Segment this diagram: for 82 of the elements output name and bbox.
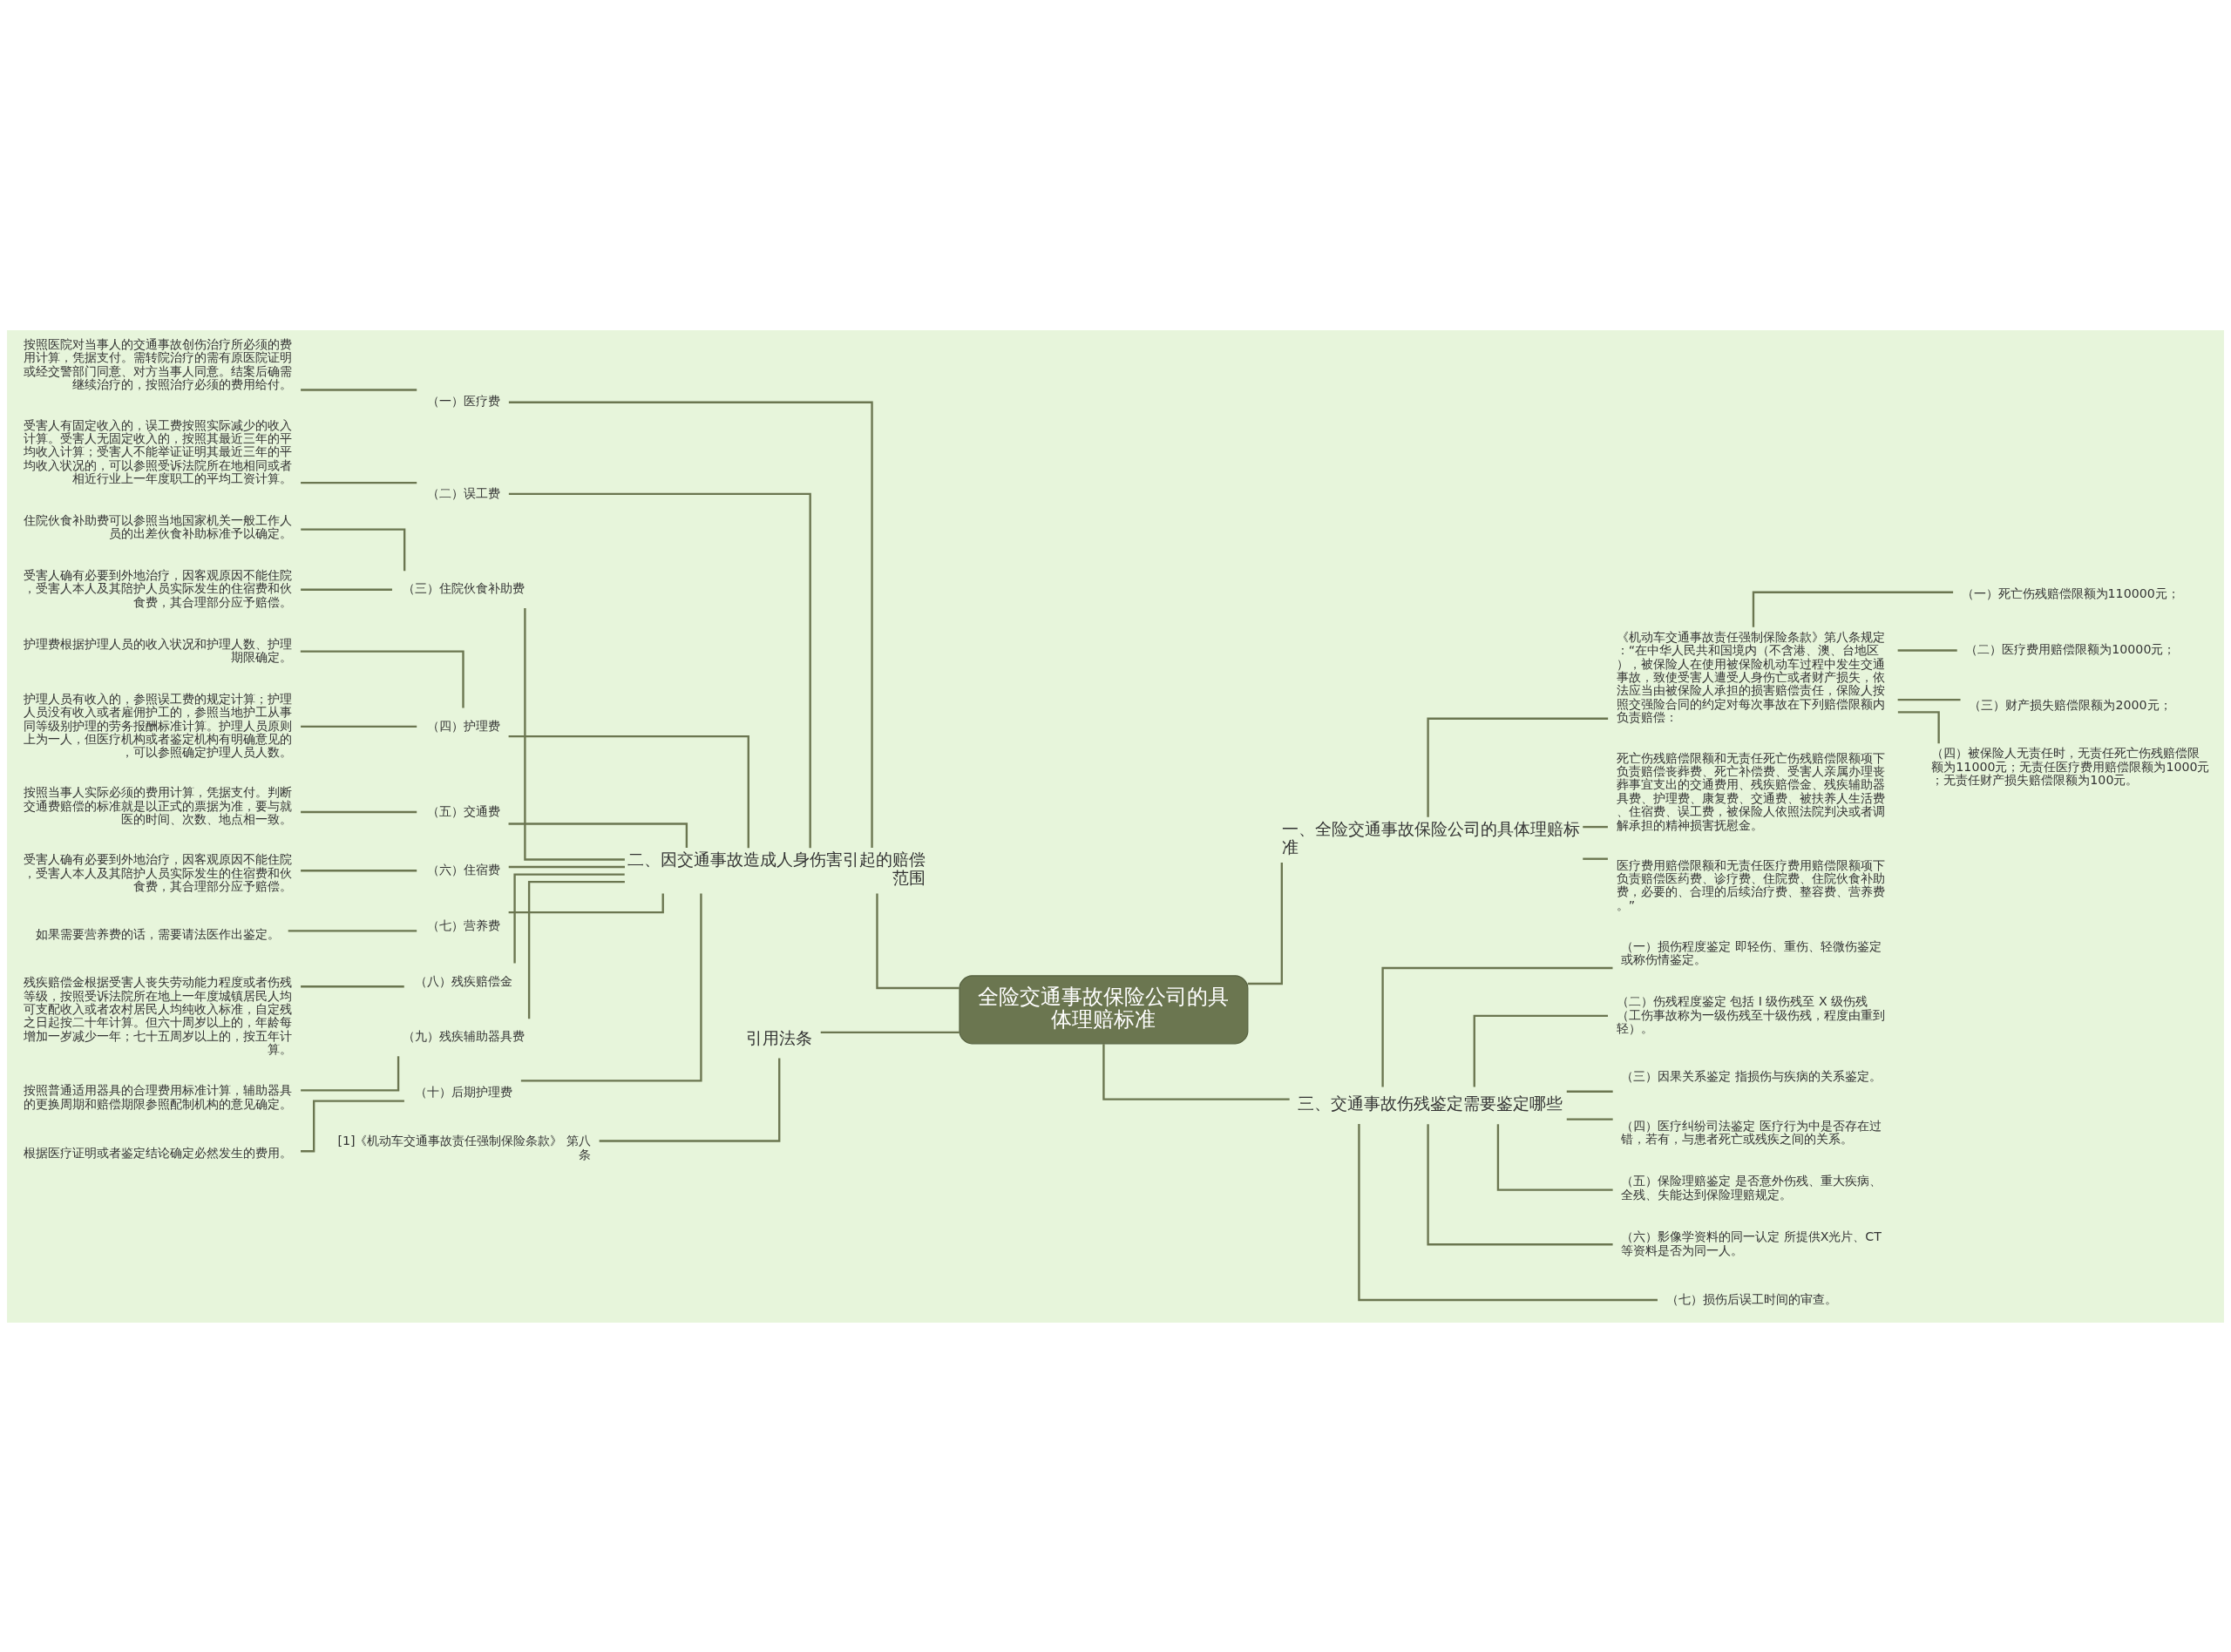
connector [1247,862,1283,985]
node-text: 残疾赔偿金根据受害人丧失劳动能力程度或者伤残等级，按照受诉法院所在地上一年度城镇居民人均可支配收入或者农村居民人均纯收入标准，自定残之日起按二十年计算。但六十周岁以上的，年龄每增加一岁减少一年；七十五周岁以上的，按五年计算。 [24,974,293,1056]
connector [1427,717,1609,817]
node-text: 受害人确有必要到外地治疗，因客观原因不能住院，受害人本人及其陪护人员实际发生的住宿费和伙食费，其合理部分应予赔偿。 [24,851,293,893]
connector [288,929,417,932]
node-text: （五）交通费 [427,803,501,818]
connector [1752,591,1954,627]
node-text: （三）住院伙食补助费 [403,580,526,595]
node-text: 三、交通事故伤残鉴定需要鉴定哪些 [1298,1093,1563,1113]
node-text: 死亡伤残赔偿限额和无责任死亡伤残赔偿限额项下负责赔偿丧葬费、死亡补偿费、受害人亲属办理丧葬事宜支出的交通费用、残疾赔偿金、残疾辅助器具费、护理费、康复费、交通费、被扶养人生活费、住宿费、误工费，被保险人依照法院判决或者调解承担的精神损害抚慰金。 [1616,750,1885,832]
node-text: （七）营养费 [427,917,501,932]
connector [301,985,404,987]
connector [301,869,417,871]
node-text: 引用法条 [746,1027,813,1047]
node-text: （四）护理费 [427,718,501,733]
connector [1566,1090,1613,1093]
node-text: （一）医疗费 [427,393,501,408]
node-box: 全险交通事故保险公司的具体理赔标准 [959,974,1249,1044]
node-text: 《机动车交通事故责任强制保险条款》第八条规定：“在中华人民共和国境内（不含港、澳、台地区），被保险人在使用被保险机动车过程中发生交通事故，致使受害人遭受人身伤亡或者财产损失，依法应当由被保险人承担的损害赔偿责任，保险人按照交强险合同的约定对每次事故在下列赔偿限额内负责赔偿： [1616,629,1885,724]
connector [524,607,625,861]
node-text: （一）损伤程度鉴定 即轻伤、重伤、轻微伤鉴定或称伤情鉴定。 [1621,938,1882,966]
node-text: （二）误工费 [427,485,501,500]
connector [1566,1117,1613,1121]
connector [876,893,960,989]
connector [301,1055,400,1092]
connector [508,735,749,848]
connector [1583,825,1608,828]
connector [1473,1014,1608,1087]
connector [508,822,688,848]
node-text: （二）伤残程度鉴定 包括 I 级伤残至 X 级伤残（工伤事故称为一级伤残至十级伤残，程度由重到轻）。 [1616,993,1885,1035]
connector [513,872,625,963]
node-text: 根据医疗证明或者鉴定结论确定必然发生的费用。 [24,1145,293,1160]
node-text: 二、因交通事故造成人身伤害引起的赔偿范围 [627,849,926,887]
connector [300,649,465,708]
connector [820,1031,960,1033]
node-text: 住院伙食补助费可以参照当地国家机关一般工作人员的出差伙食补助标准予以确定。 [24,512,293,540]
node-text: 受害人确有必要到外地治疗，因客观原因不能住院，受害人本人及其陪护人员实际发生的住宿费和伙食费，其合理部分应予赔偿。 [24,567,293,609]
connector [1897,648,1957,652]
connector [1427,1123,1613,1245]
connector [1897,710,1940,743]
node-text: （二）医疗费用赔偿限额为10000元； [1965,641,2176,656]
node-text: （一）死亡伤残赔偿限额为110000元； [1961,586,2180,600]
node-text: 一、全险交通事故保险公司的具体理赔标准 [1281,818,1580,856]
node-text: 按照医院对当事人的交通事故创伤治疗所必须的费用计算，凭据支付。需转院治疗的需有原医院证明或经交警部门同意、对方当事人同意。结案后确需继续治疗的，按照治疗必须的费用给付。 [24,336,293,391]
connector [1496,1123,1613,1191]
connector [301,527,406,571]
node-text: [1]《机动车交通事故责任强制保险条款》 第八条 [337,1133,592,1161]
node-text: （八）残疾赔偿金 [415,973,513,988]
node-text: 按照普通适用器具的合理费用标准计算，辅助器具的更换周期和赔偿期限参照配制机构的意见确定。 [24,1082,293,1111]
connector [1583,857,1608,860]
node-text: 受害人有固定收入的，误工费按照实际减少的收入计算。受害人无固定收入的，按照其最近三年的平均收入计算；受害人不能举证证明其最近三年的平均收入状况的，可以参照受诉法院所在地相同或者相近行业上一年度职工的平均工资计算。 [24,417,293,485]
connector [1358,1123,1658,1301]
connector [1381,966,1613,1087]
connector [1102,1043,1290,1100]
node-text: （三）因果关系鉴定 指损伤与疾病的关系鉴定。 [1621,1068,1882,1083]
connector [527,880,625,1019]
connector [301,725,417,728]
connector [599,1057,781,1142]
connector [301,810,417,813]
node-text: （十）后期护理费 [415,1084,513,1099]
node-text: （九）残疾辅助器具费 [403,1028,526,1043]
connector [301,481,417,484]
node-text: 按照当事人实际必须的费用计算，凭据支付。判断交通费赔偿的标准就是以正式的票据为准，要与就医的时间、次数、地点相一致。 [24,784,293,826]
node-text: （五）保险理赔鉴定 是否意外伤残、重大疾病、全残、失能达到保险理赔规定。 [1621,1173,1882,1202]
connector [301,588,392,591]
connector [508,401,873,848]
connector [1897,698,1961,701]
node-text: （三）财产损失赔偿限额为2000元； [1969,697,2172,712]
node-text: 医疗费用赔偿限额和无责任医疗费用赔偿限额项下负责赔偿医药费、诊疗费、住院费、住院伙食补助费，必要的、合理的后续治疗费、整容费、营养费。” [1616,857,1885,912]
node-text: （六）影像学资料的同一认定 所提供X光片、CT等资料是否为同一人。 [1621,1229,1882,1257]
connector [508,492,811,848]
connector [520,893,702,1081]
node-text: 如果需要营养费的话，需要请法医作出鉴定。 [36,926,281,941]
connector [301,388,417,391]
node-text: （四）医疗纠纷司法鉴定 医疗行为中是否存在过错，若有，与患者死亡或残疾之间的关系。 [1621,1118,1882,1146]
node-text: 护理费根据护理人员的收入状况和护理人数、护理期限确定。 [24,636,293,664]
node-text: （四）被保险人无责任时，无责任死亡伤残赔偿限额为11000元；无责任医疗费用赔偿限额为1000元；无责任财产损失赔偿限额为100元。 [1931,745,2210,787]
connector [508,893,664,913]
node-text: （七）损伤后误工时间的审查。 [1665,1291,1837,1306]
node-text: 护理人员有收入的，参照误工费的规定计算；护理人员没有收入或者雇佣护工的，参照当地护工从事同等级别护理的劳务报酬标准计算。护理人员原则上为一人，但医疗机构或者鉴定机构有明确意见的，可以参照确定护理人员人数。 [24,691,293,759]
node-text: （六）住宿费 [427,862,501,877]
connector [508,865,625,868]
